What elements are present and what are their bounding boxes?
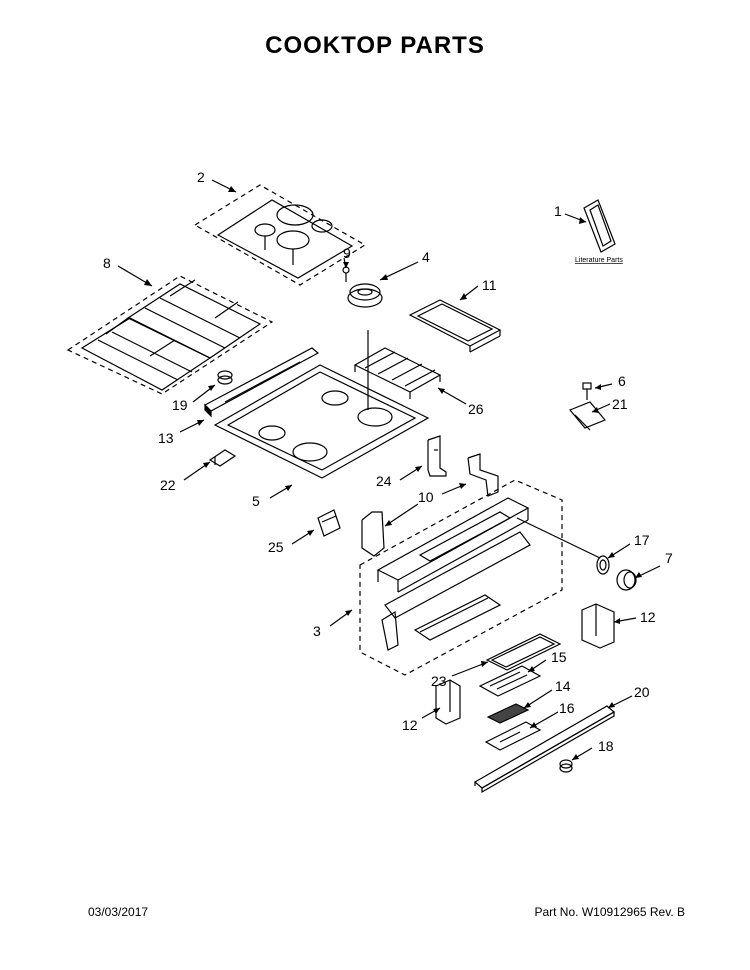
callout-3: 3 xyxy=(313,623,321,639)
callout-17: 17 xyxy=(634,532,650,548)
callout-18: 18 xyxy=(598,738,614,754)
callout-14: 14 xyxy=(555,678,571,694)
part-22-bracket xyxy=(208,449,237,467)
callout-15: 15 xyxy=(551,649,567,665)
footer-part-number: Part No. W10912965 Rev. B xyxy=(534,905,685,919)
callout-9: 9 xyxy=(343,245,351,261)
callout-4: 4 xyxy=(422,249,430,265)
callout-8: 8 xyxy=(103,255,111,271)
callout-11: 11 xyxy=(482,277,497,293)
part-11-griddle xyxy=(408,299,502,353)
part-14-board xyxy=(486,703,530,724)
part-2-cooktop-top xyxy=(193,184,367,286)
part-12-end-cap-left xyxy=(435,679,461,725)
callout-22: 22 xyxy=(160,477,176,493)
callout-6: 6 xyxy=(618,373,626,389)
callout-5: 5 xyxy=(252,493,260,509)
part-18-screw xyxy=(559,759,573,773)
part-19-cap xyxy=(217,370,233,385)
callout-21: 21 xyxy=(612,396,628,412)
part-7-knob xyxy=(616,569,637,591)
callout-24: 24 xyxy=(376,473,392,489)
arrowheads xyxy=(144,186,642,760)
callout-labels: 2 1 Literature Parts 8 9 4 11 19 13 26 6… xyxy=(103,169,673,754)
footer-date: 03/03/2017 xyxy=(88,905,149,919)
part-8-grates xyxy=(66,275,274,395)
callout-16: 16 xyxy=(559,700,575,716)
part-5-main-top xyxy=(213,330,430,479)
part-4-burner xyxy=(347,283,383,308)
page-title: COOKTOP PARTS xyxy=(265,32,485,59)
literature-label: Literature Parts xyxy=(575,257,623,264)
callout-1: 1 xyxy=(554,203,562,219)
callout-10: 10 xyxy=(418,489,434,505)
part-17-bezel xyxy=(596,555,610,575)
part-16-bracket xyxy=(484,721,542,751)
callout-12-left: 12 xyxy=(402,717,418,733)
part-25-clip xyxy=(317,509,341,537)
callout-19: 19 xyxy=(172,397,188,413)
callout-2: 2 xyxy=(197,169,205,185)
callout-23: 23 xyxy=(431,673,447,689)
part-23-membrane xyxy=(485,633,562,671)
callout-20: 20 xyxy=(634,684,650,700)
part-3-control-panel xyxy=(359,479,601,676)
part-15-board xyxy=(478,665,542,697)
callout-26: 26 xyxy=(468,401,484,417)
callout-12-right: 12 xyxy=(640,609,656,625)
part-26-burner-rack xyxy=(353,347,442,399)
part-13-rail xyxy=(204,347,320,418)
callout-13: 13 xyxy=(158,430,174,446)
part-24-bracket xyxy=(427,435,447,477)
leader-lines xyxy=(117,179,661,761)
part-20-trim xyxy=(473,705,616,794)
callout-25: 25 xyxy=(268,539,284,555)
callout-7: 7 xyxy=(665,550,673,566)
part-1-literature xyxy=(583,199,616,253)
part-6-screw xyxy=(582,382,592,400)
part-10-brackets xyxy=(361,453,499,557)
part-21-clip xyxy=(569,401,606,431)
part-12-end-cap-right xyxy=(581,603,615,649)
part-9-screw xyxy=(342,266,350,282)
